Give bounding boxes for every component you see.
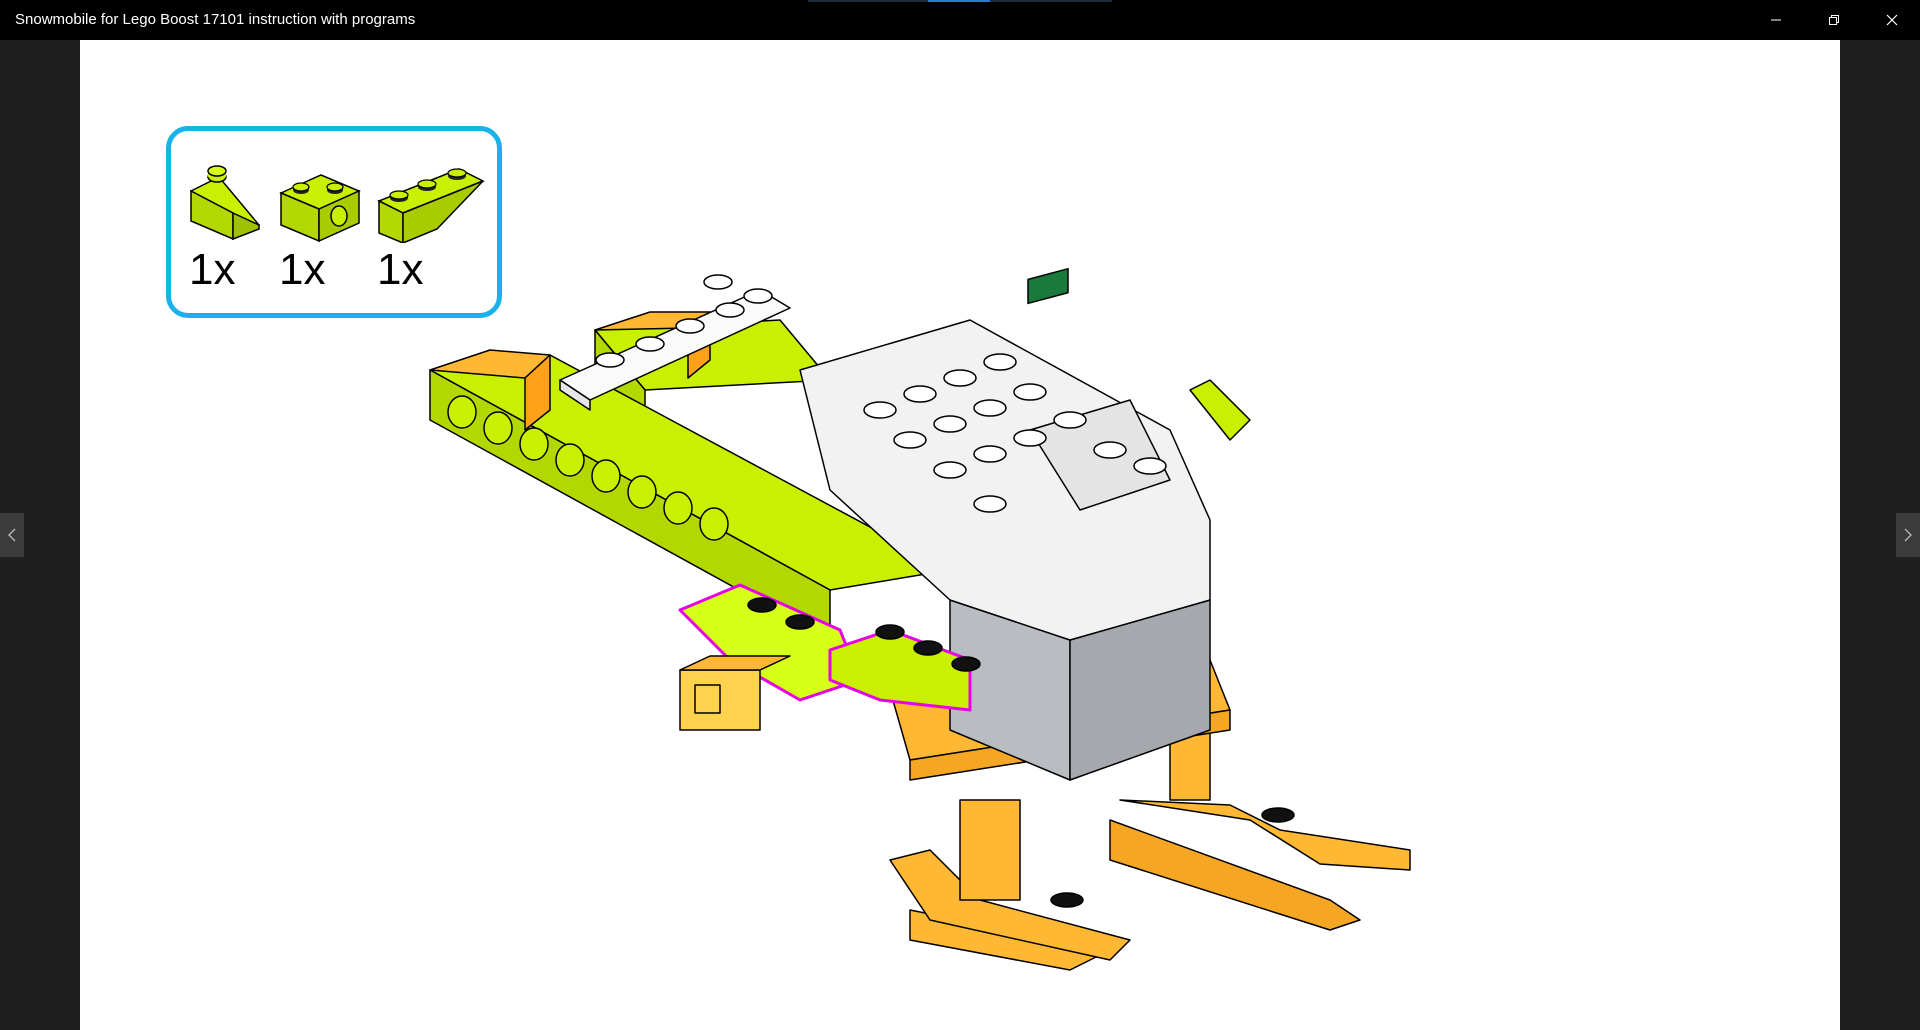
part-item: 1x: [279, 163, 369, 294]
instruction-page: 1x 1x: [80, 40, 1840, 1030]
close-button[interactable]: [1864, 0, 1920, 40]
image-viewer: 1x 1x: [0, 40, 1920, 1030]
window-title: Snowmobile for Lego Boost 17101 instruct…: [15, 11, 416, 28]
restore-icon: [1829, 15, 1839, 25]
previous-image-button[interactable]: [0, 513, 24, 557]
restore-button[interactable]: [1806, 0, 1862, 40]
part-quantity: 1x: [279, 245, 326, 294]
part-quantity: 1x: [189, 245, 236, 294]
technic-brick-icon: [279, 174, 361, 243]
chevron-right-icon: [1904, 528, 1912, 542]
parts-list-box: 1x 1x: [166, 126, 502, 318]
loading-indicator: [808, 0, 1112, 2]
part-quantity: 1x: [377, 245, 424, 294]
part-item: 1x: [377, 163, 485, 294]
part-item: 1x: [189, 163, 279, 294]
minimize-button[interactable]: [1748, 0, 1804, 40]
inverted-slope-brick-icon: [377, 168, 485, 243]
chevron-left-icon: [8, 528, 16, 542]
snowmobile-model-illustration: [429, 267, 1411, 971]
title-bar: Snowmobile for Lego Boost 17101 instruct…: [0, 0, 1920, 40]
minimize-icon: [1771, 19, 1781, 21]
slope-brick-icon: [189, 165, 261, 241]
close-icon: [1886, 14, 1898, 26]
next-image-button[interactable]: [1896, 513, 1920, 557]
